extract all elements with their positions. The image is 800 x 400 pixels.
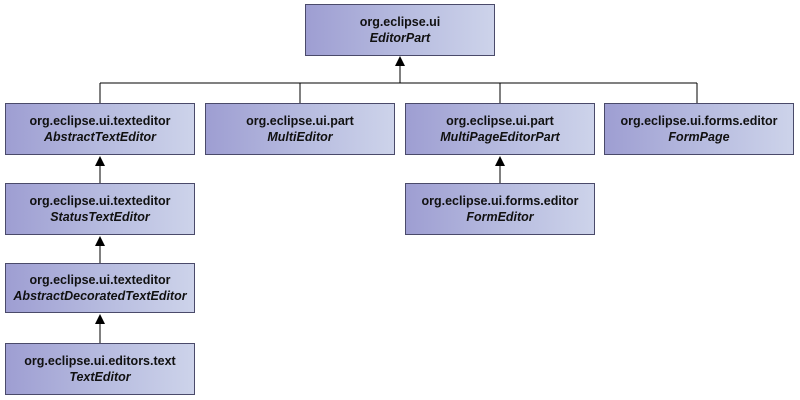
node-formpage: org.eclipse.ui.forms.editor FormPage: [604, 103, 794, 155]
node-abstractdecoratedtexteditor: org.eclipse.ui.texteditor AbstractDecora…: [5, 263, 195, 313]
node-package-label: org.eclipse.ui.texteditor: [29, 114, 171, 128]
node-class-label: TextEditor: [69, 370, 131, 384]
node-multipageeditorpart: org.eclipse.ui.part MultiPageEditorPart: [405, 103, 595, 155]
node-class-label: AbstractTextEditor: [43, 130, 157, 144]
node-package-label: org.eclipse.ui.part: [446, 114, 554, 128]
node-statustexteditor: org.eclipse.ui.texteditor StatusTextEdit…: [5, 183, 195, 235]
node-package-label: org.eclipse.ui.forms.editor: [620, 114, 778, 128]
node-class-label: FormPage: [668, 130, 730, 144]
node-class-label: MultiEditor: [267, 130, 333, 144]
node-editorpart: org.eclipse.ui EditorPart: [305, 4, 495, 56]
node-package-label: org.eclipse.ui: [359, 15, 441, 29]
node-package-label: org.eclipse.ui.texteditor: [29, 194, 171, 208]
node-package-label: org.eclipse.ui.forms.editor: [421, 194, 579, 208]
node-class-label: StatusTextEditor: [50, 210, 150, 224]
node-class-label: FormEditor: [466, 210, 534, 224]
node-class-label: AbstractDecoratedTextEditor: [13, 289, 187, 303]
node-package-label: org.eclipse.ui.part: [246, 114, 354, 128]
node-formeditor: org.eclipse.ui.forms.editor FormEditor: [405, 183, 595, 235]
node-package-label: org.eclipse.ui.editors.text: [24, 354, 176, 368]
node-abstracttexteditor: org.eclipse.ui.texteditor AbstractTextEd…: [5, 103, 195, 155]
node-package-label: org.eclipse.ui.texteditor: [29, 273, 171, 287]
node-class-label: EditorPart: [369, 31, 431, 45]
node-multieditor: org.eclipse.ui.part MultiEditor: [205, 103, 395, 155]
node-texteditor: org.eclipse.ui.editors.text TextEditor: [5, 343, 195, 395]
node-class-label: MultiPageEditorPart: [440, 130, 560, 144]
